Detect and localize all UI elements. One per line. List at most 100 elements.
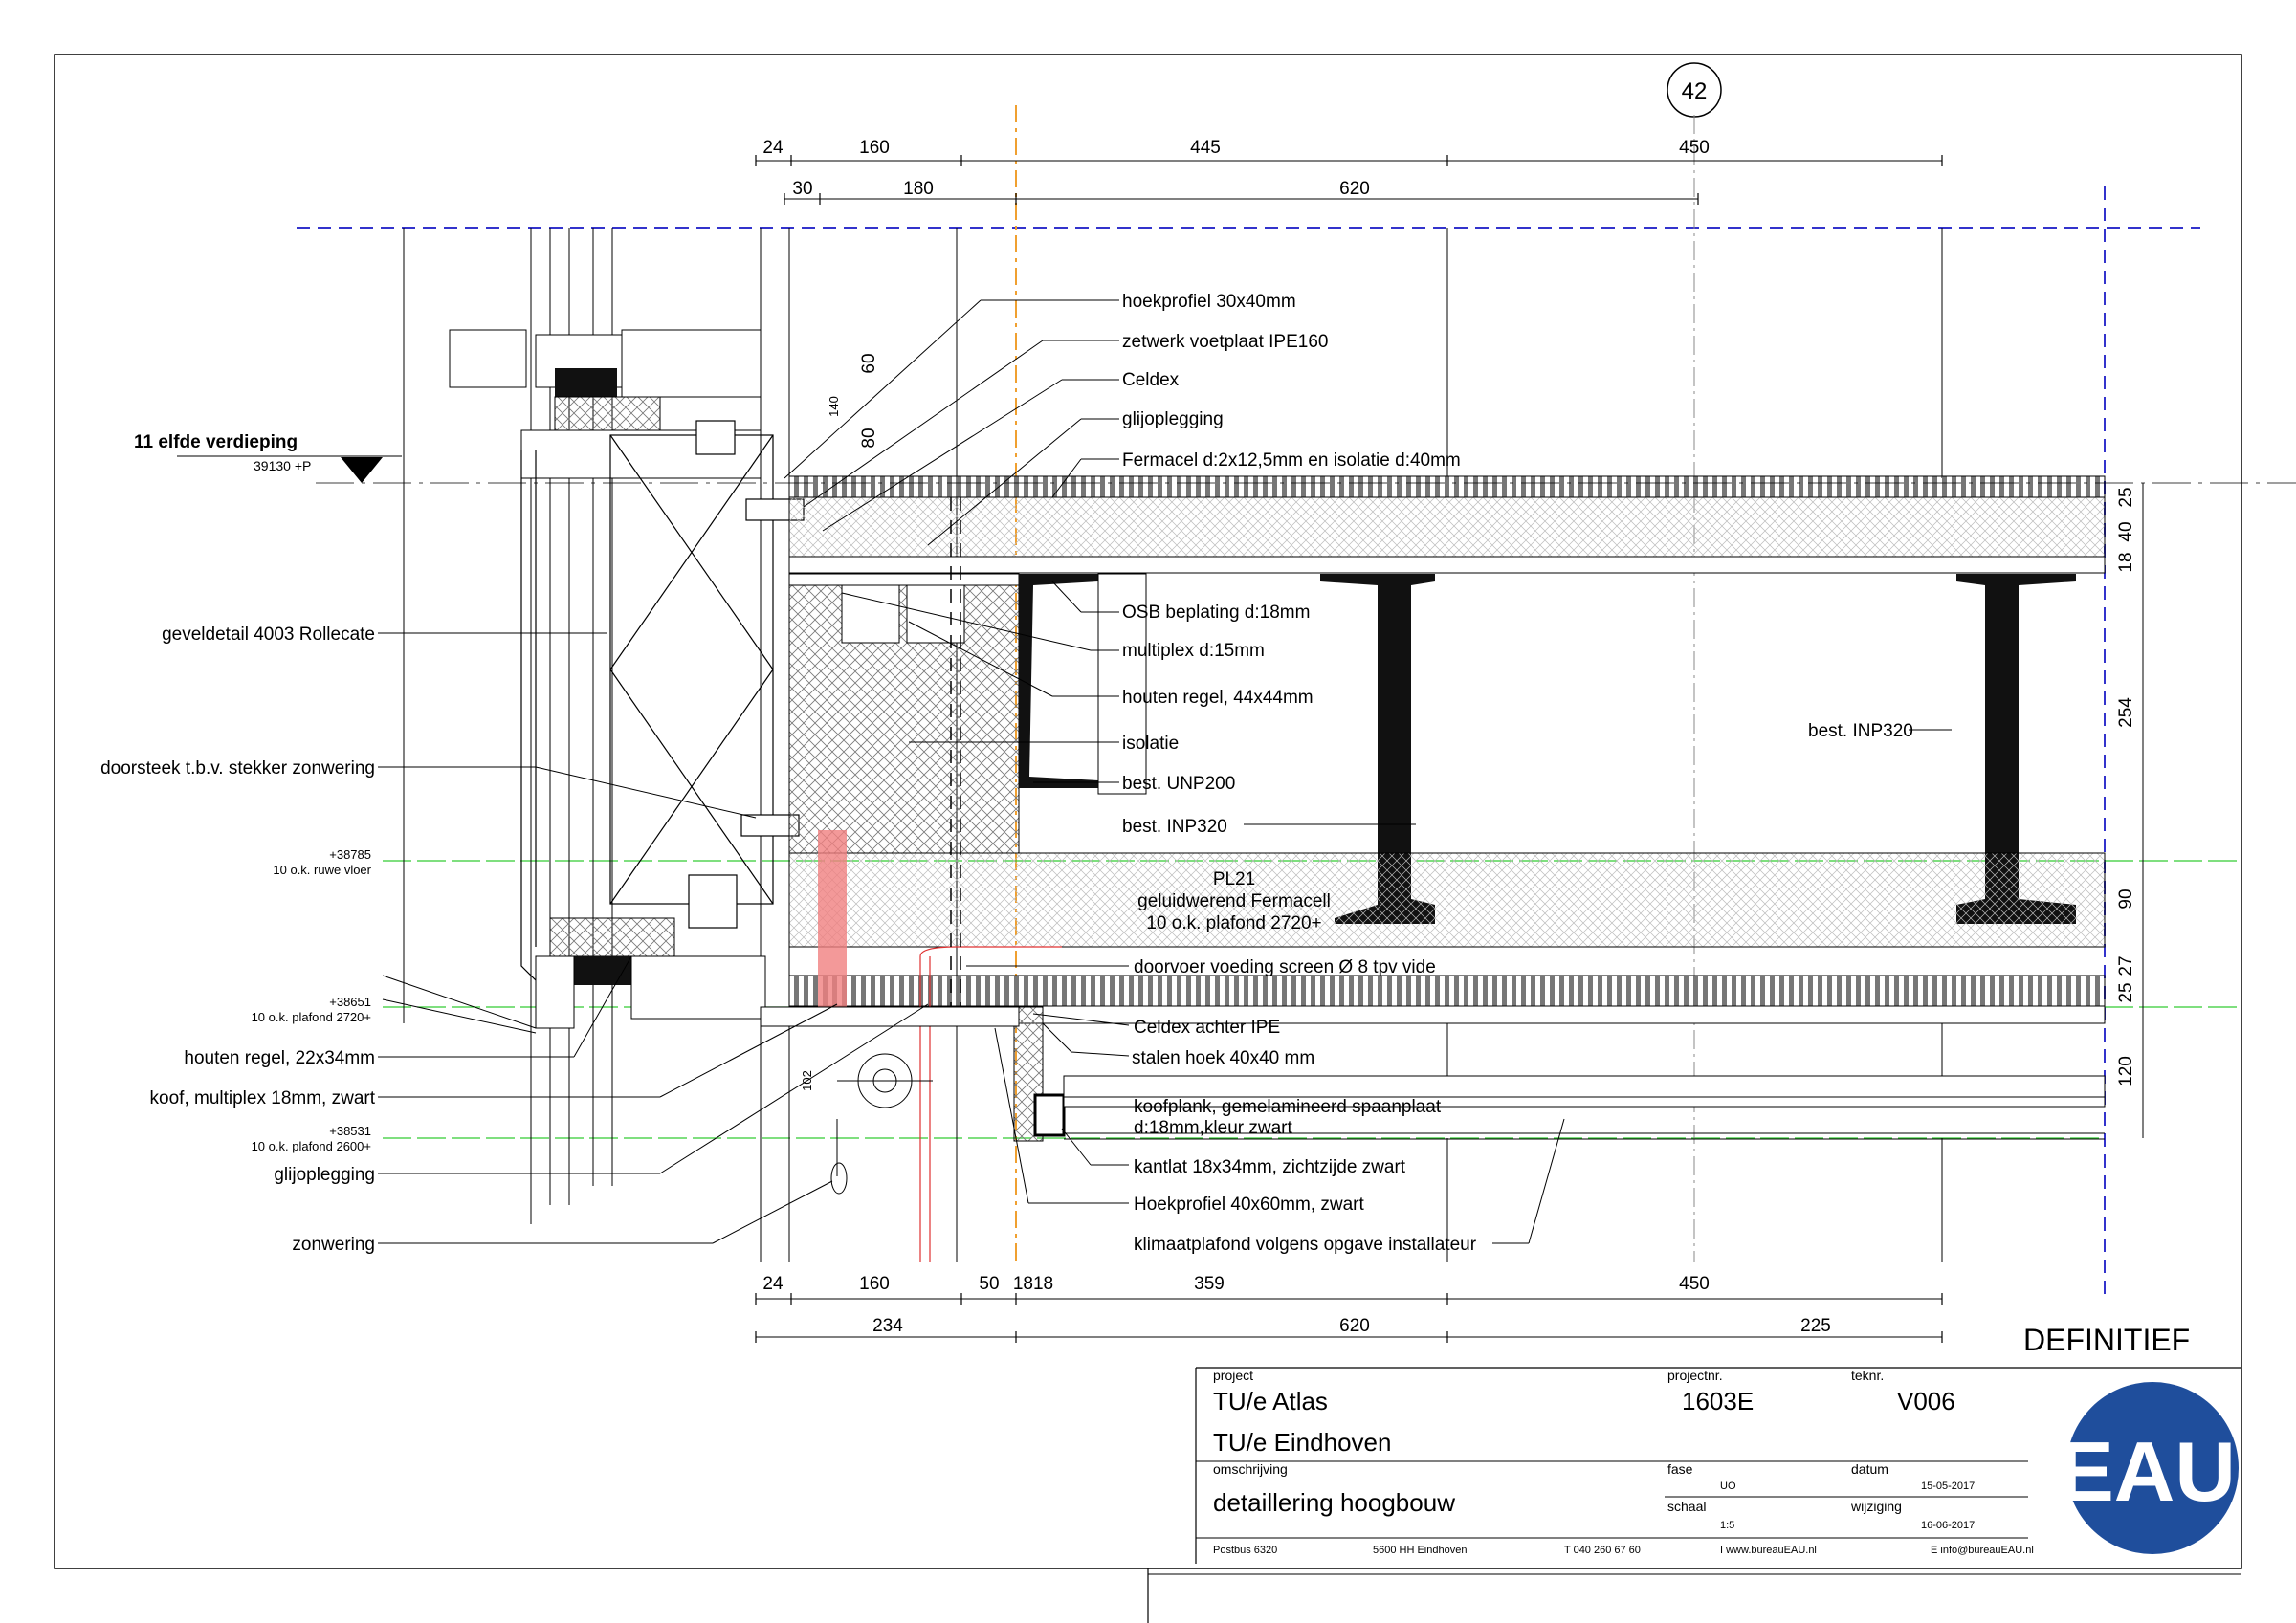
grid-marker-label: 42 — [1682, 78, 1708, 104]
anno-celdex-ipe: Celdex achter IPE — [1134, 1018, 1280, 1038]
window-frame-bottom — [382, 917, 766, 1034]
level-small-2-desc: 10 o.k. plafond 2720+ — [252, 1010, 371, 1024]
red-highlight — [818, 830, 847, 1007]
tb-fase: UO — [1720, 1480, 1736, 1492]
anno-isolatie: isolatie — [1122, 734, 1179, 754]
dim-bottom-5: 359 — [1194, 1274, 1225, 1294]
grid-marker: 42 — [1667, 62, 1722, 118]
anno-stalen-hoek: stalen hoek 40x40 mm — [1132, 1048, 1314, 1068]
tb-wijziging-label: wijziging — [1850, 1499, 1902, 1514]
level-small-1: +38785 — [329, 847, 371, 862]
anno-hoekprofiel: hoekprofiel 30x40mm — [1122, 292, 1296, 312]
level-small-2: +38651 — [329, 995, 371, 1009]
dim-top-4: 450 — [1679, 138, 1710, 158]
tb-fase-label: fase — [1667, 1461, 1693, 1477]
dim-top-5: 30 — [792, 179, 812, 199]
dim-bottom-3: 50 — [979, 1274, 999, 1294]
anno-osb: OSB beplating d:18mm — [1122, 603, 1310, 623]
title-block: project TU/e Atlas TU/e Eindhoven projec… — [1195, 1367, 2241, 1564]
dimension-labels: 24 160 445 450 30 180 620 24 160 50 1818… — [762, 138, 2136, 1336]
anno-fermacel: Fermacel d:2x12,5mm en isolatie d:40mm — [1122, 450, 1461, 471]
level-small-3: +38531 — [329, 1124, 371, 1138]
drawing-frame — [54, 54, 2242, 1569]
annotations-right: hoekprofiel 30x40mm zetwerk voetplaat IP… — [1122, 292, 1913, 1255]
anno-klimaatplafond: klimaatplafond volgens opgave installate… — [1134, 1235, 1477, 1255]
dim-right-4: 254 — [2116, 697, 2136, 728]
inp320-right — [1956, 574, 2076, 924]
tb-footer-5: E info@bureauEAU.nl — [1931, 1545, 2034, 1556]
anno-pl21-3: 10 o.k. plafond 2720+ — [1146, 913, 1321, 933]
dimension-ticks — [755, 155, 1943, 1343]
dim-top-7: 620 — [1339, 179, 1370, 199]
anno-pl21: PL21 — [1213, 869, 1255, 889]
tb-datum-label: datum — [1851, 1461, 1888, 1477]
dim-right-8: 120 — [2116, 1056, 2136, 1086]
dim-bottom-2: 160 — [859, 1274, 890, 1294]
dim-top-3: 445 — [1190, 138, 1221, 158]
dim-bottom-4: 1818 — [1013, 1274, 1053, 1294]
level-marker: 11 elfde verdieping 39130 +P — [134, 432, 2296, 484]
unp200-profile — [1019, 574, 1098, 788]
anno-multiplex: multiplex d:15mm — [1122, 641, 1265, 661]
dim-right-6: 27 — [2116, 955, 2136, 976]
anno-doorvoer: doorvoer voeding screen Ø 8 tpv vide — [1134, 957, 1436, 977]
anno-pl21-2: geluidwerend Fermacell — [1137, 891, 1331, 911]
level-name: 11 elfde verdieping — [134, 432, 298, 452]
tb-omschrijving: detaillering hoogbouw — [1213, 1488, 1455, 1517]
tb-tekenr-label: teknr. — [1851, 1368, 1884, 1383]
tb-project: TU/e Atlas — [1213, 1387, 1328, 1415]
anno-geveldetail: geveldetail 4003 Rollecate — [162, 625, 375, 645]
anno-koofplank: koofplank, gemelamineerd spaanplaat — [1134, 1097, 1442, 1117]
level-value: 39130 +P — [254, 458, 311, 473]
dim-right-5: 90 — [2116, 888, 2136, 909]
dim-bottom-1: 24 — [762, 1274, 784, 1294]
anno-houten-regel: houten regel, 44x44mm — [1122, 688, 1314, 708]
anno-doorsteek: doorsteek t.b.v. stekker zonwering — [100, 758, 375, 779]
inp320-left — [1320, 574, 1435, 924]
anno-glijoplegging-left: glijoplegging — [274, 1165, 375, 1185]
status-label: DEFINITIEF — [2023, 1323, 2190, 1357]
dim-top-1: 24 — [762, 138, 784, 158]
anno-koofplank-2: d:18mm,kleur zwart — [1134, 1118, 1292, 1138]
tb-project-label: project — [1213, 1368, 1253, 1383]
tb-projectnr-label: projectnr. — [1667, 1368, 1723, 1383]
dim-top-6: 180 — [903, 179, 934, 199]
tb-omschrijving-label: omschrijving — [1213, 1461, 1288, 1477]
anno-inp320-right: best. INP320 — [1808, 721, 1913, 741]
dimension-top — [756, 160, 2144, 1338]
anno-zonwering: zonwering — [292, 1235, 375, 1255]
tb-footer-2: 5600 HH Eindhoven — [1373, 1545, 1467, 1556]
tb-tekenr: V006 — [1897, 1387, 1955, 1415]
pl21-panel — [788, 852, 2106, 948]
dim-bottom-6: 450 — [1679, 1274, 1710, 1294]
tb-footer-1: Postbus 6320 — [1213, 1545, 1277, 1556]
level-lines-green — [383, 860, 2239, 1139]
anno-unp200: best. UNP200 — [1122, 774, 1235, 794]
tb-wijziging: 16-06-2017 — [1921, 1520, 1975, 1531]
tb-datum: 15-05-2017 — [1921, 1480, 1975, 1492]
dim-vert-2: 60 — [859, 353, 879, 373]
leader-lines — [378, 299, 1952, 1244]
floor-slab — [788, 475, 2106, 574]
dim-bottom-9: 225 — [1800, 1316, 1831, 1336]
logo-text: EAU — [2058, 1424, 2236, 1519]
anno-glijoplegging: glijoplegging — [1122, 409, 1224, 429]
anno-hoekprofiel-40: Hoekprofiel 40x60mm, zwart — [1134, 1195, 1364, 1215]
ceiling-layer — [788, 975, 2106, 1007]
bolts — [688, 420, 805, 929]
tb-schaal-label: schaal — [1667, 1499, 1706, 1514]
tb-footer-4: I www.bureauEAU.nl — [1720, 1545, 1817, 1556]
anno-koof: koof, multiplex 18mm, zwart — [150, 1088, 376, 1108]
logo-circle — [2066, 1382, 2239, 1554]
anno-zetwerk: zetwerk voetplaat IPE160 — [1122, 332, 1328, 352]
dim-vert-3: 80 — [859, 428, 879, 448]
tb-footer-3: T 040 260 67 60 — [1564, 1545, 1641, 1556]
tb-projectnr: 1603E — [1682, 1387, 1754, 1415]
dim-right-1: 25 — [2116, 487, 2136, 507]
level-small-3-desc: 10 o.k. plafond 2600+ — [252, 1139, 371, 1153]
anno-kantlat: kantlat 18x34mm, zichtzijde zwart — [1134, 1157, 1406, 1177]
dim-vert-1: 140 — [827, 396, 841, 417]
dim-bottom-8: 620 — [1339, 1316, 1370, 1336]
koof — [760, 1006, 2106, 1142]
